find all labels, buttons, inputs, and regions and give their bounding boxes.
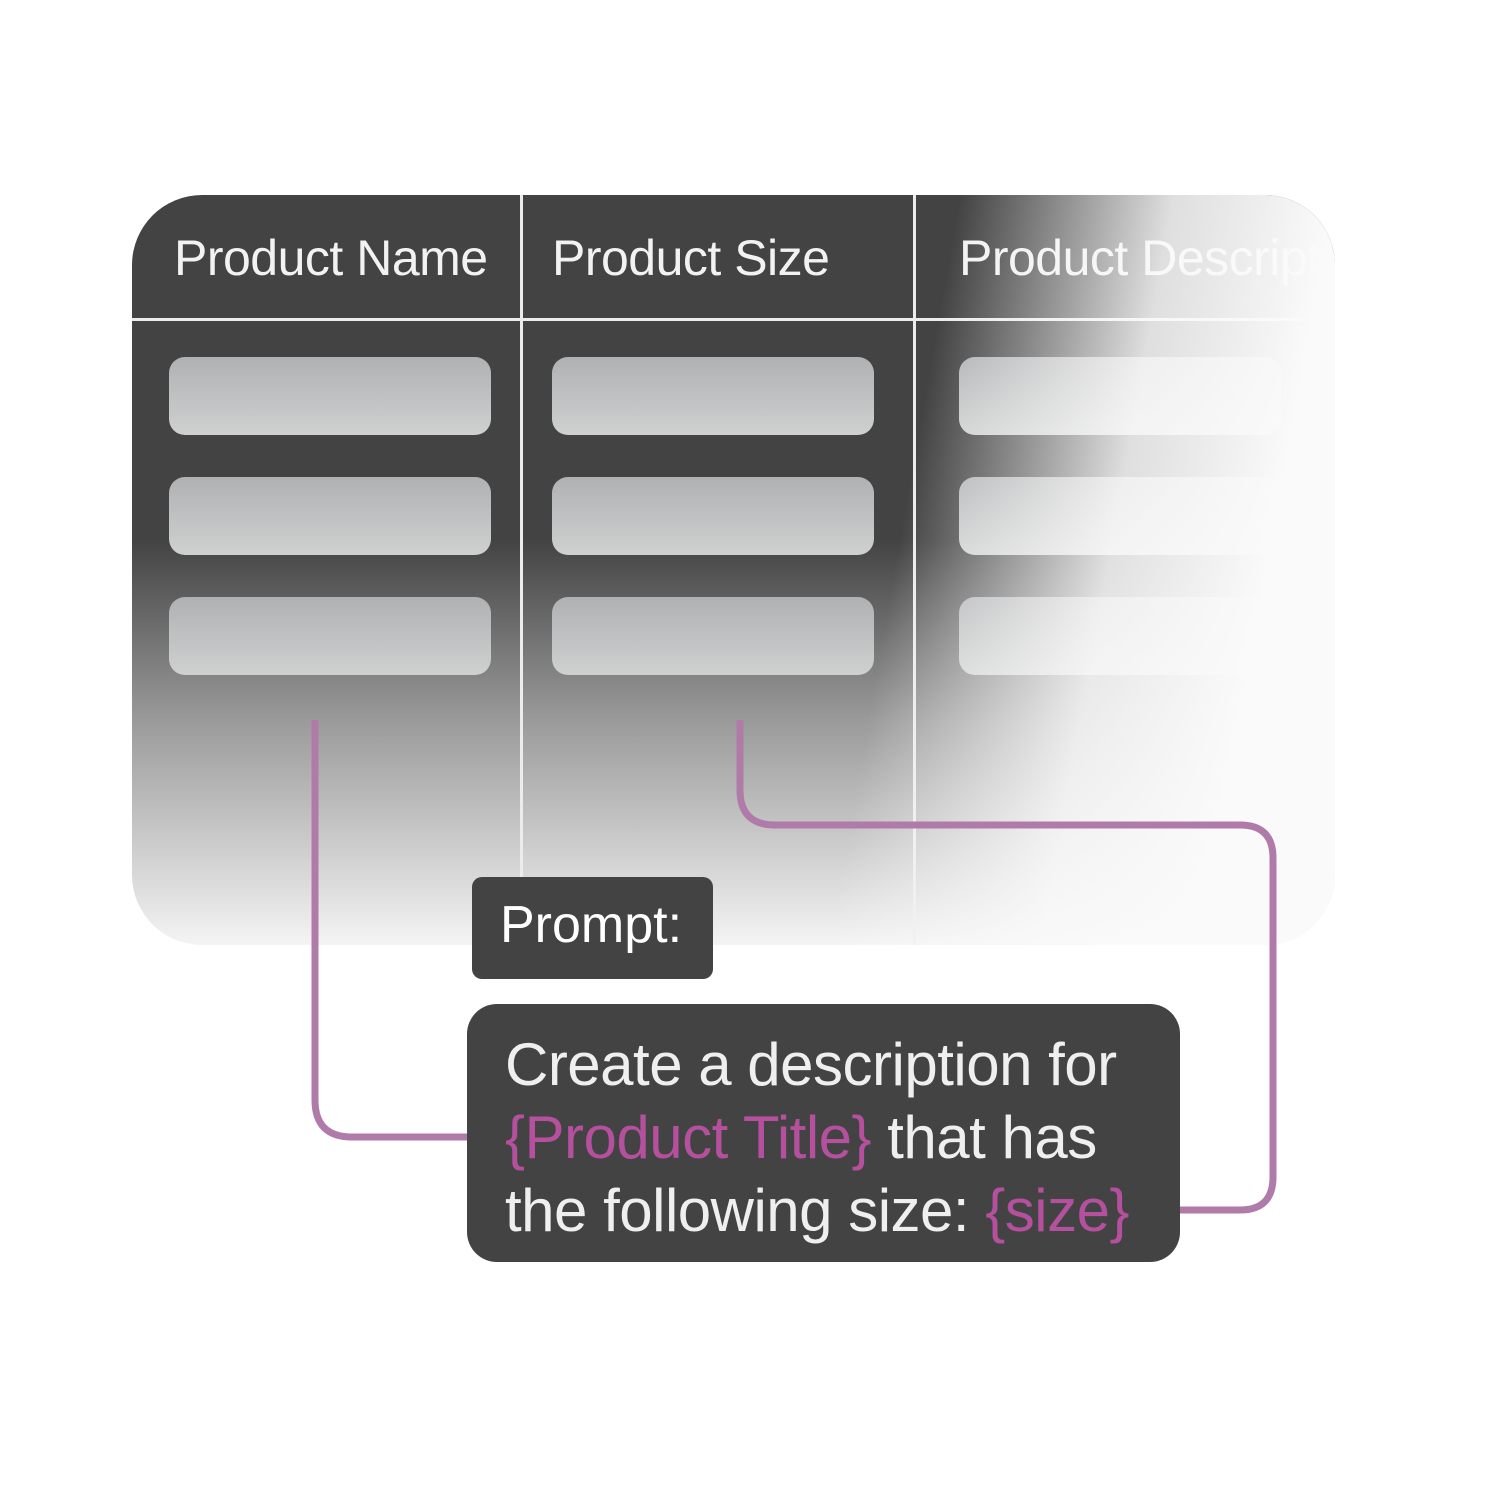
variable-size: {size} [985,1177,1130,1244]
prompt-text: Create a description for [505,1031,1117,1098]
prompt-box: Create a description for {Product Title}… [467,1004,1180,1262]
prompt-text: that has [871,1104,1097,1171]
prompt-text: the following size: [505,1177,986,1244]
prompt-line-3: the following size: {size} [505,1174,1180,1247]
prompt-line-1: Create a description for [505,1028,1180,1101]
connector-product-size [736,720,1277,1214]
connector-product-name [311,720,470,1141]
variable-product-title: {Product Title} [505,1104,872,1171]
prompt-line-2: {Product Title} that has [505,1101,1180,1174]
prompt-label: Prompt: [472,877,713,979]
